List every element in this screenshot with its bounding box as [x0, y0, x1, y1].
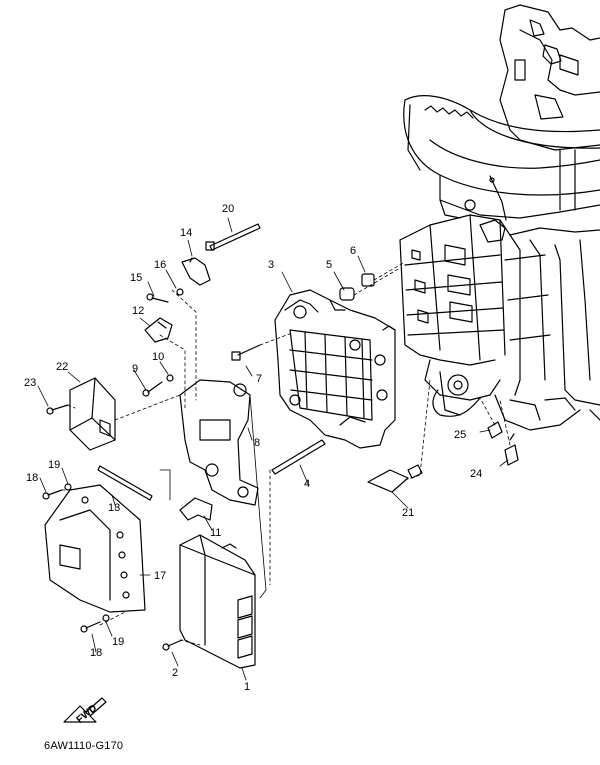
part-14-holder	[181, 257, 211, 286]
label-part-1: 1	[244, 681, 250, 693]
part-20-module	[69, 377, 116, 451]
label-part-5: 5	[326, 259, 332, 271]
label-part-8: 8	[254, 437, 260, 449]
small-fasteners	[42, 223, 519, 723]
label-part-12: 12	[132, 305, 144, 317]
label-part-22: 20	[222, 203, 234, 215]
label-part-18-upper: 18	[26, 472, 38, 484]
label-part-6: 6	[350, 245, 356, 257]
label-part-21: 23	[24, 377, 36, 389]
part-8-bracket-plate	[179, 379, 259, 506]
label-part-13: 13	[108, 502, 120, 514]
label-part-23: 21	[402, 507, 414, 519]
label-part-20: 22	[56, 361, 68, 373]
part-labels: 20 14 16 15 12 10 9 22 23 3 5 6 7 8 4 19…	[24, 203, 482, 726]
label-part-3: 3	[268, 259, 274, 271]
part-12-clamp	[144, 317, 173, 343]
label-part-16: 16	[154, 259, 166, 271]
label-part-9: 9	[132, 363, 138, 375]
diagram-code: 6AW1110-G170	[44, 740, 124, 752]
label-part-17: 17	[154, 570, 166, 582]
leader-lines	[37, 217, 511, 681]
label-part-2: 2	[172, 667, 178, 679]
label-part-15: 15	[130, 272, 142, 284]
part-3-bracket	[274, 289, 396, 449]
label-part-10: 10	[152, 351, 164, 363]
label-part-18-lower: 18	[90, 647, 102, 659]
label-part-24: 24	[470, 468, 482, 480]
label-part-25: 25	[454, 429, 466, 441]
label-part-11: 11	[210, 527, 221, 539]
label-part-14: 14	[180, 227, 192, 239]
engine-block-illustration	[399, 4, 600, 431]
part-17-bracket	[44, 484, 146, 613]
label-part-19-upper: 19	[48, 459, 60, 471]
label-part-4: 4	[304, 478, 310, 490]
part-11-clip	[179, 497, 213, 521]
label-part-7: 7	[256, 373, 262, 385]
label-part-19-lower: 19	[112, 636, 124, 648]
part-1-ecu-unit	[179, 534, 256, 669]
